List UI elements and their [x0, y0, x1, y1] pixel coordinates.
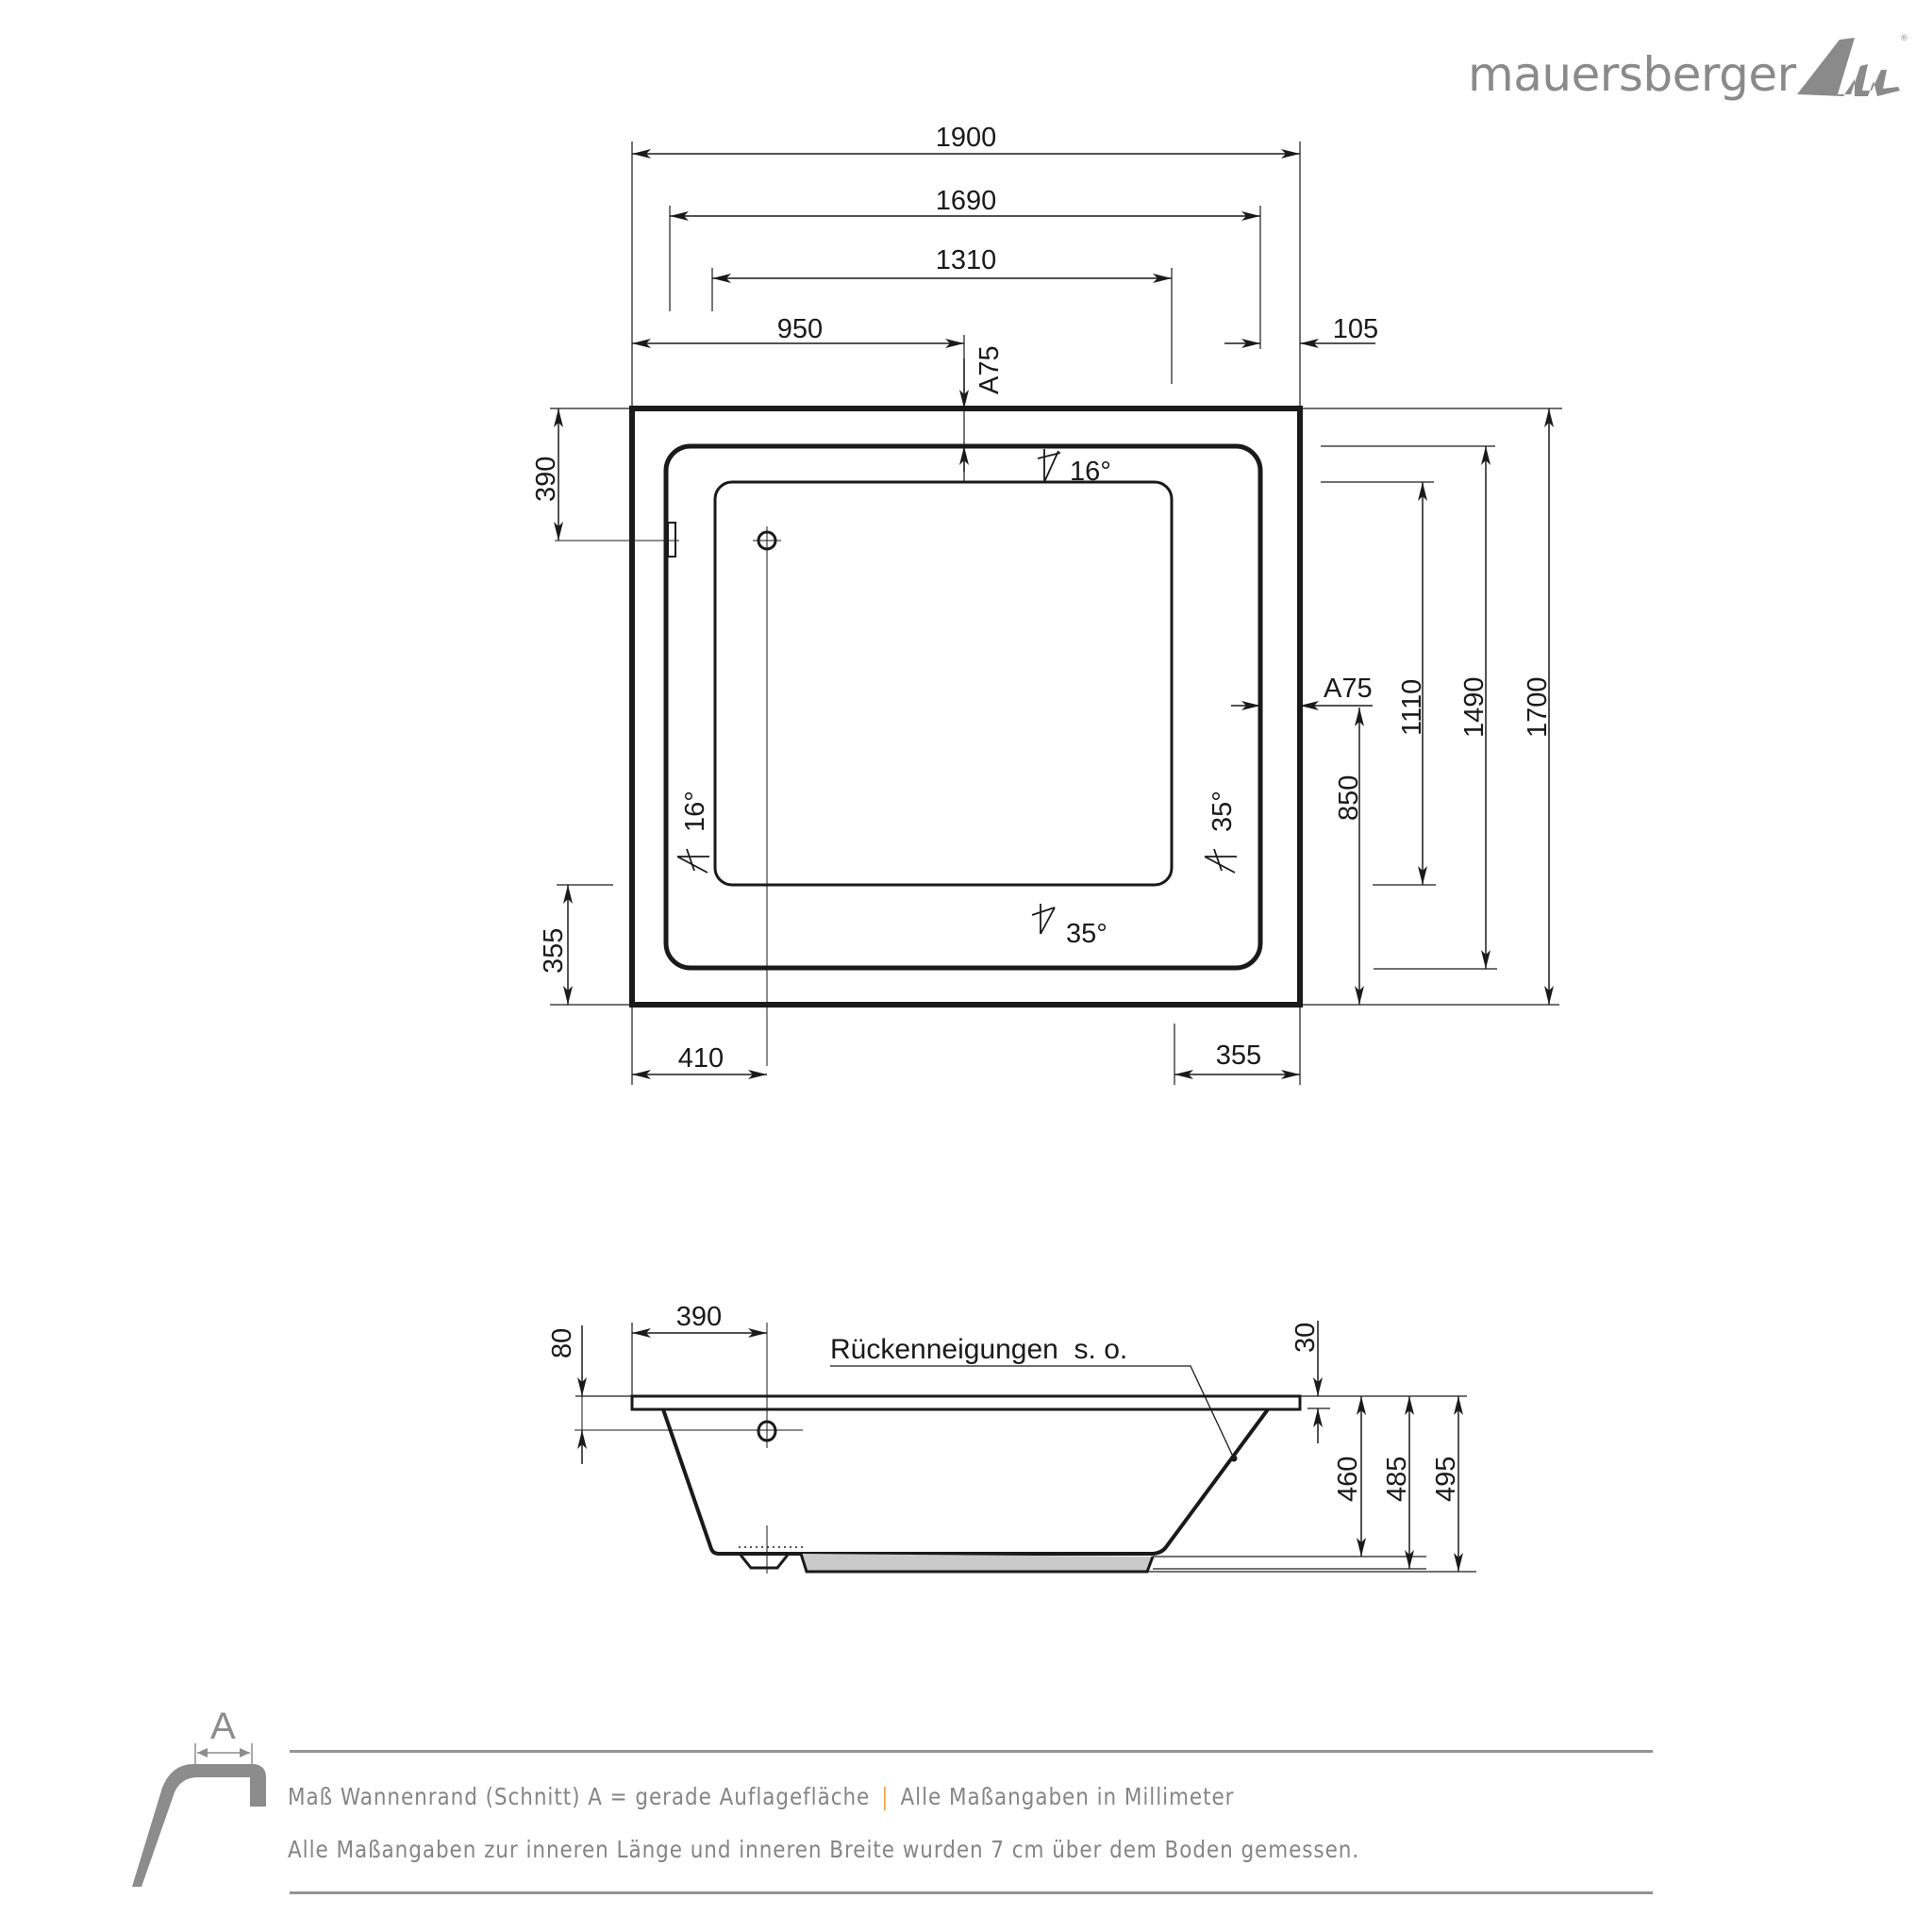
legend-a-label: A: [210, 1706, 236, 1747]
section-rim: [630, 1394, 1302, 1411]
dim-355-bottom: 355: [1216, 1041, 1261, 1071]
dim-485: 485: [1382, 1457, 1412, 1502]
section-dimension-labels: 390 80 30 460 485 495 Rückenneigungen s.…: [547, 1302, 1461, 1502]
plan-dimension-labels: 1900 1690 1310 950 105 A75 A75 850 1110 …: [531, 123, 1553, 1074]
section-view: [575, 1321, 1476, 1574]
dim-850: 850: [1334, 775, 1364, 821]
legend-top-rule: [290, 1750, 1653, 1753]
dim-390-left: 390: [531, 457, 561, 502]
back-slope-annotation: Rückenneigungen s. o.: [830, 1334, 1127, 1365]
tub-inner-floor: [713, 480, 1174, 887]
registered-mark: ®: [1900, 34, 1908, 43]
dim-355-left: 355: [539, 928, 569, 974]
angle-bottom-label: 35°: [1066, 919, 1108, 949]
dim-950: 950: [777, 314, 823, 344]
legend-separator: |: [881, 1783, 890, 1810]
angle-right-label: 35°: [1208, 791, 1238, 832]
legend-line-2: Alle Maßangaben zur inneren Länge und in…: [288, 1836, 1360, 1863]
dim-460: 460: [1333, 1457, 1363, 1502]
dim-a75-top: A75: [974, 345, 1005, 394]
legend-line-1: Maß Wannenrand (Schnitt) A = gerade Aufl…: [288, 1783, 1234, 1810]
plan-view: [550, 142, 1562, 1085]
dim-105: 105: [1333, 314, 1378, 344]
angle-top-label: 16°: [1070, 457, 1111, 487]
dim-1690: 1690: [936, 186, 997, 216]
dim-1900: 1900: [936, 123, 997, 153]
legend-units-note: Alle Maßangaben in Millimeter: [900, 1783, 1235, 1810]
dim-30: 30: [1291, 1323, 1321, 1353]
dim-1310: 1310: [936, 245, 997, 275]
dim-495: 495: [1431, 1457, 1461, 1502]
legend-bottom-rule: [290, 1891, 1653, 1894]
brand-name: mauersberger: [1468, 47, 1796, 102]
angle-left-label: 16°: [680, 791, 710, 832]
dim-1490: 1490: [1459, 676, 1490, 738]
legend-rim-note: Maß Wannenrand (Schnitt) A = gerade Aufl…: [288, 1783, 871, 1810]
section-plinth: [799, 1553, 1155, 1574]
dim-a75-right: A75: [1324, 674, 1373, 704]
dim-410: 410: [678, 1043, 724, 1074]
tub-outer-rim: [629, 406, 1303, 1008]
dim-80: 80: [547, 1328, 577, 1358]
section-body: [661, 1407, 1270, 1556]
dim-1110: 1110: [1397, 679, 1427, 736]
overflow-tab: [667, 522, 676, 558]
angle-icons: [676, 449, 1237, 935]
dim-1700: 1700: [1523, 676, 1553, 738]
rim-section-symbol: [132, 1743, 266, 1887]
dim-390-section: 390: [676, 1302, 722, 1332]
